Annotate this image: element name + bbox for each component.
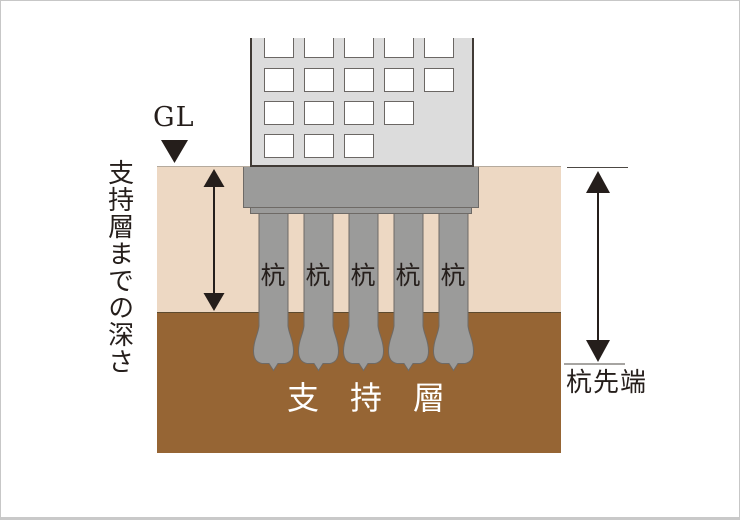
building-window (424, 38, 454, 58)
building-window (304, 134, 334, 158)
pile-tip-label: 杭先端 (566, 368, 648, 398)
arrow-down-icon (586, 340, 610, 362)
building-window (264, 38, 294, 58)
pile-label: 杭 (395, 261, 421, 290)
pile-label: 杭 (350, 261, 376, 290)
building-window (264, 101, 294, 125)
pile-shape (252, 210, 295, 372)
building-window (384, 38, 414, 58)
pile-label: 杭 (260, 261, 286, 290)
pile-shape (342, 210, 385, 372)
pile-label: 杭 (305, 261, 331, 290)
building-window (304, 101, 334, 125)
pile-label: 杭 (440, 261, 466, 290)
building-window (344, 101, 374, 125)
arrow-down-icon (203, 293, 225, 311)
building-window (264, 68, 294, 92)
support-layer-label: 支持層 (287, 379, 477, 417)
gl-label: GL (153, 102, 195, 133)
pile-shape (387, 210, 430, 372)
arrow-up-icon (203, 169, 225, 187)
building-window (304, 68, 334, 92)
building-window (264, 134, 294, 158)
depth-to-support-layer-label: 支持層までの深さ (103, 159, 134, 375)
gl-marker-triangle-icon (161, 140, 188, 163)
building-window (424, 68, 454, 92)
building-window (304, 38, 334, 58)
building-window (384, 68, 414, 92)
building-window (344, 38, 374, 58)
depth-dimension-arrow (203, 169, 225, 311)
foundation-slab (243, 167, 479, 208)
pile-shape (432, 210, 475, 372)
building-window (344, 134, 374, 158)
arrow-up-icon (586, 171, 610, 193)
building (250, 38, 474, 167)
building-window (384, 101, 414, 125)
building-window (344, 68, 374, 92)
pile-tip-dimension-arrow (564, 167, 628, 365)
pile-shape (297, 210, 340, 372)
